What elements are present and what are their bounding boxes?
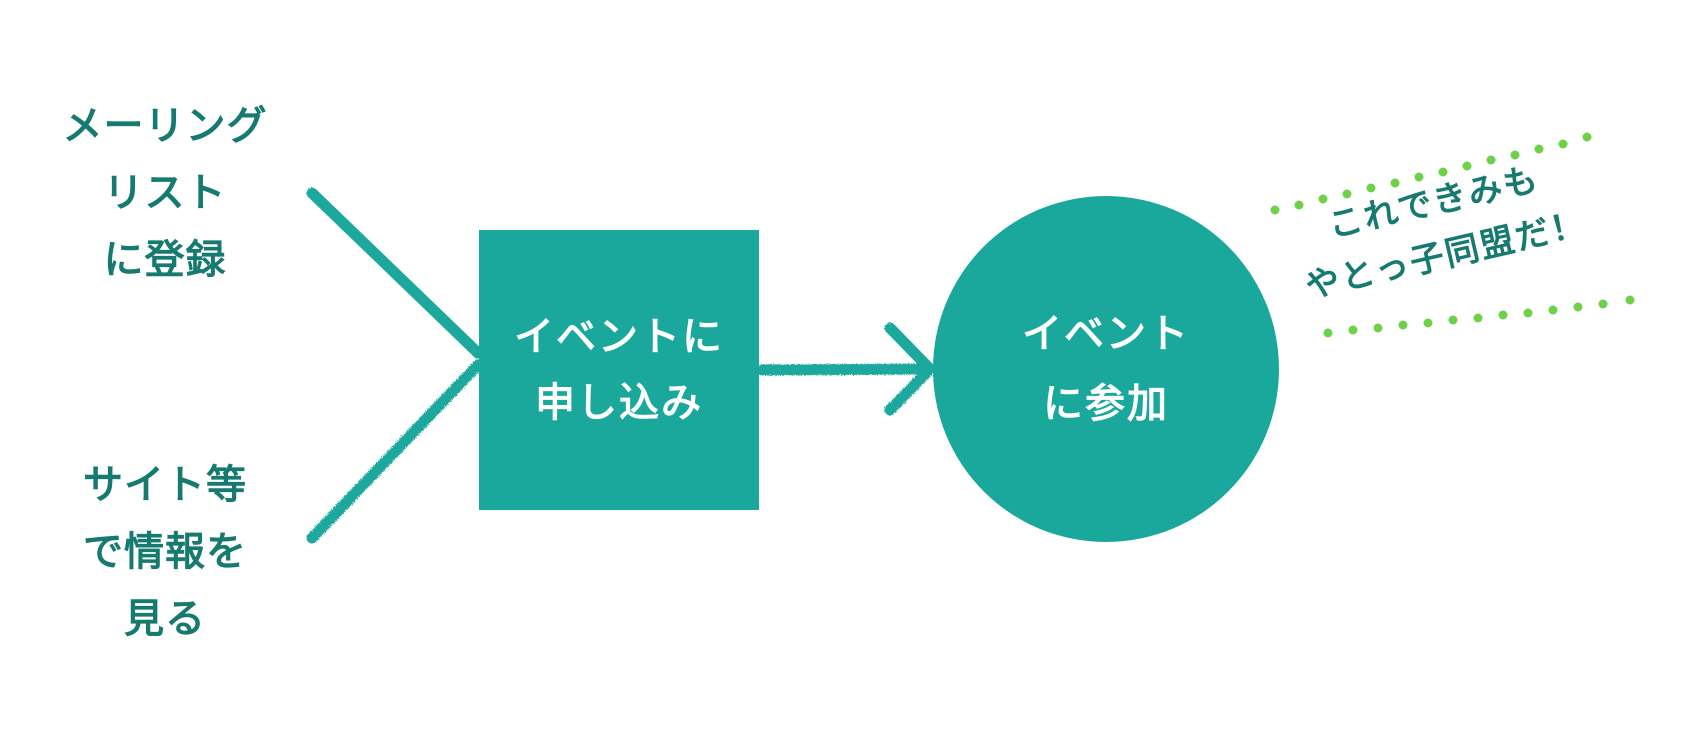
source-website: サイト等 で情報を 見る	[45, 452, 285, 653]
apply-box-line-1: イベントに	[514, 314, 724, 360]
apply-event-box: イベントに 申し込み	[479, 230, 759, 510]
source-mailing-line-2: リスト	[103, 170, 227, 216]
callout-dots-bottom	[1323, 295, 1635, 338]
arrow-site-to-apply	[306, 359, 484, 544]
source-mailing-line-1: メーリング	[62, 103, 268, 149]
arrow-mailing-to-apply	[306, 187, 484, 359]
apply-box-line-2: 申し込み	[535, 380, 703, 426]
callout-dots-top	[1270, 132, 1592, 215]
attend-circle-line-2: に参加	[1043, 381, 1169, 427]
arrow-apply-to-attend-shaft	[756, 363, 936, 376]
source-mailing-line-3: に登録	[103, 237, 227, 283]
attend-circle-line-1: イベント	[1022, 311, 1190, 357]
source-site-line-1: サイト等	[83, 462, 247, 508]
source-mailing-list: メーリング リスト に登録	[45, 93, 285, 294]
source-site-line-3: 見る	[124, 596, 206, 642]
source-site-line-2: で情報を	[83, 529, 247, 575]
attend-event-circle: イベント に参加	[933, 196, 1279, 542]
arrow-apply-to-attend-head	[884, 322, 938, 416]
